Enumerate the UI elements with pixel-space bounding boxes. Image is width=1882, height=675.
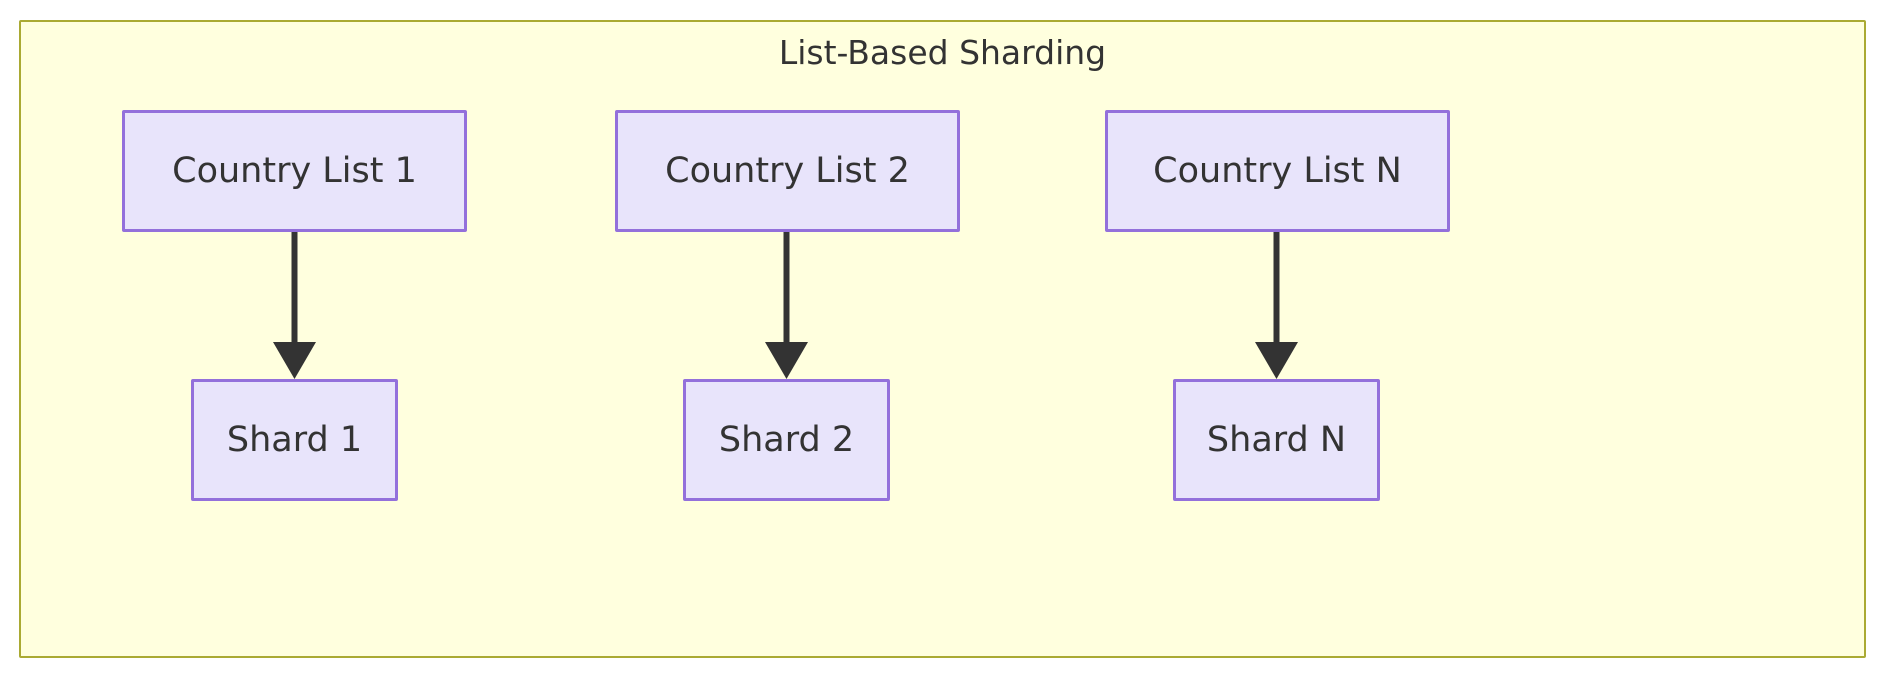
node-label: Shard 1 bbox=[226, 419, 363, 460]
edge-listn-to-shardn bbox=[1255, 232, 1298, 379]
node-shard-n[interactable]: Shard N bbox=[1173, 379, 1380, 501]
subgraph-list-based-sharding: List-Based Sharding Country List 1 Coun bbox=[19, 20, 1866, 658]
node-shard-1[interactable]: Shard 1 bbox=[191, 379, 398, 501]
edge-list2-to-shard2 bbox=[765, 232, 808, 379]
node-label: Country List 2 bbox=[665, 150, 910, 191]
node-country-list-n[interactable]: Country List N bbox=[1105, 110, 1450, 232]
node-label: Shard N bbox=[1206, 419, 1347, 460]
node-country-list-2[interactable]: Country List 2 bbox=[615, 110, 960, 232]
node-label: Country List 1 bbox=[172, 150, 417, 191]
node-label: Country List N bbox=[1153, 150, 1402, 191]
node-country-list-1[interactable]: Country List 1 bbox=[122, 110, 467, 232]
subgraph-title: List-Based Sharding bbox=[778, 33, 1107, 72]
edge-list1-to-shard1 bbox=[273, 232, 316, 379]
node-label: Shard 2 bbox=[718, 419, 855, 460]
node-shard-2[interactable]: Shard 2 bbox=[683, 379, 890, 501]
